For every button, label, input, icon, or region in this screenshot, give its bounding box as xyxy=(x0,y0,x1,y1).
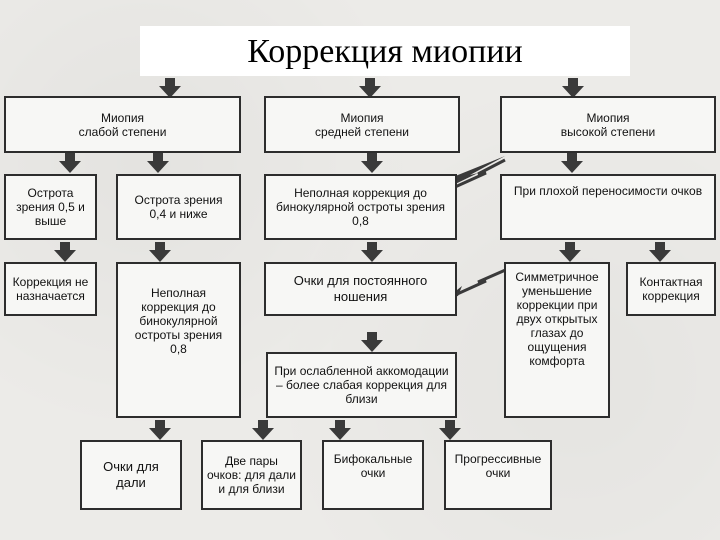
myopia-high-label: Миопия высокой степени xyxy=(560,110,656,139)
arrow-down-icon xyxy=(149,242,171,262)
acuity-04-label: Острота зрения 0,4 и ниже xyxy=(134,193,223,221)
arrow-down-icon xyxy=(54,242,76,262)
incomplete-binocular-label: Неполная коррекция до бинокулярной остро… xyxy=(276,186,445,228)
arrow-down-icon xyxy=(149,420,171,440)
arrow-down-icon xyxy=(361,153,383,173)
myopia-low-label: Миопия слабой степени xyxy=(78,110,167,139)
arrow-down-icon xyxy=(361,242,383,262)
lightning-arrow-icon xyxy=(454,266,511,297)
arrow-down-icon xyxy=(359,78,381,98)
progressive-box: Прогрессивные очки xyxy=(444,440,552,510)
arrow-down-icon xyxy=(561,153,583,173)
distance-glasses-box: Очки для дали xyxy=(80,440,182,510)
no-correction-label: Коррекция не назначается xyxy=(12,275,89,303)
bifocal-box: Бифокальные очки xyxy=(322,440,424,510)
arrow-down-icon xyxy=(361,332,383,352)
arrow-down-icon xyxy=(59,153,81,173)
constant-glasses-box: Очки для постоянного ношения xyxy=(264,262,457,316)
contact-correction-label: Контактная коррекция xyxy=(639,275,703,303)
two-pairs-box: Две пары очков: для дали и для близи xyxy=(201,440,302,510)
two-pairs-label: Две пары очков: для дали и для близи xyxy=(207,454,296,496)
incomplete-binocular-box: Неполная коррекция до бинокулярной остро… xyxy=(264,174,457,240)
title-box: Коррекция миопии xyxy=(140,26,630,76)
arrow-down-icon xyxy=(252,420,274,440)
arrow-down-icon xyxy=(559,242,581,262)
symmetric-reduction-label: Симметричное уменьшение коррекции при дв… xyxy=(515,270,599,368)
arrow-down-icon xyxy=(147,153,169,173)
arrow-down-icon xyxy=(329,420,351,440)
myopia-high-box: Миопия высокой степени xyxy=(500,96,716,153)
contact-correction-box: Контактная коррекция xyxy=(626,262,716,316)
weak-accommodation-box: При ослабленной аккомодации – более слаб… xyxy=(266,352,457,418)
acuity-05-label: Острота зрения 0,5 и выше xyxy=(16,186,85,228)
incomplete-column-label: Неполная коррекция до бинокулярной остро… xyxy=(134,286,223,356)
arrow-down-icon xyxy=(439,420,461,440)
myopia-low-box: Миопия слабой степени xyxy=(4,96,241,153)
arrow-down-icon xyxy=(649,242,671,262)
acuity-04-box: Острота зрения 0,4 и ниже xyxy=(116,174,241,240)
progressive-label: Прогрессивные очки xyxy=(454,452,542,480)
page-title: Коррекция миопии xyxy=(247,33,523,70)
no-correction-box: Коррекция не назначается xyxy=(4,262,97,316)
poor-tolerance-box: При плохой переносимости очков xyxy=(500,174,716,240)
arrow-down-icon xyxy=(159,78,181,98)
incomplete-column-box: Неполная коррекция до бинокулярной остро… xyxy=(116,262,241,418)
distance-glasses-label: Очки для дали xyxy=(103,459,159,490)
arrow-down-icon xyxy=(562,78,584,98)
poor-tolerance-label: При плохой переносимости очков xyxy=(513,184,703,198)
acuity-05-box: Острота зрения 0,5 и выше xyxy=(4,174,97,240)
myopia-medium-label: Миопия средней степени xyxy=(315,110,409,139)
bifocal-label: Бифокальные очки xyxy=(333,452,413,480)
weak-accommodation-label: При ослабленной аккомодации – более слаб… xyxy=(274,364,449,406)
constant-glasses-label: Очки для постоянного ношения xyxy=(293,273,428,304)
myopia-medium-box: Миопия средней степени xyxy=(264,96,460,153)
symmetric-reduction-box: Симметричное уменьшение коррекции при дв… xyxy=(504,262,610,418)
